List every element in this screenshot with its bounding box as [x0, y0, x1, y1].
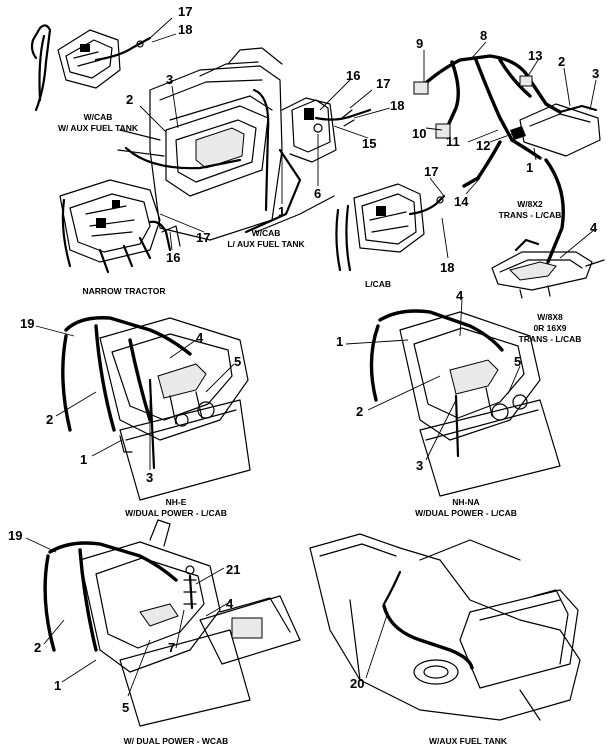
caption: W/ DUAL POWER - WCAB [124, 736, 229, 746]
panel-captions: W/CAB W/ AUX FUEL TANK W/CAB L/ AUX FUEL… [58, 112, 581, 746]
callout: 16 [346, 68, 360, 83]
callout: 2 [126, 92, 133, 107]
callout: 1 [54, 678, 61, 693]
caption: W/CAB [252, 228, 281, 238]
caption: W/DUAL POWER - L/CAB [415, 508, 517, 518]
caption: W/ AUX FUEL TANK [58, 123, 139, 133]
callout: 4 [456, 288, 464, 303]
caption: W/AUX FUEL TANK [429, 736, 508, 746]
callout: 17 [178, 4, 192, 19]
callout: 21 [226, 562, 240, 577]
caption: NH-NA [452, 497, 479, 507]
dual-power-wcab-panel [43, 519, 301, 727]
callout: 18 [390, 98, 404, 113]
callout: 4 [196, 330, 204, 345]
callout: 16 [166, 250, 180, 265]
callout: 20 [350, 676, 364, 691]
caption: TRANS - L/CAB [519, 334, 582, 344]
callout: 6 [314, 186, 321, 201]
caption: NH-E [166, 497, 187, 507]
callout: 3 [416, 458, 423, 473]
callout: 17 [196, 230, 210, 245]
callout: 3 [592, 66, 599, 81]
caption: W/CAB [84, 112, 113, 122]
callout: 2 [46, 412, 53, 427]
callout: 14 [454, 194, 469, 209]
callout: 9 [416, 36, 423, 51]
caption: TRANS - L/CAB [499, 210, 562, 220]
callout: 3 [146, 470, 153, 485]
callout: 17 [424, 164, 438, 179]
callout: 18 [178, 22, 192, 37]
callout: 5 [122, 700, 129, 715]
inset-cab-aux-top [30, 17, 177, 112]
callout: 15 [362, 136, 376, 151]
callout: 2 [34, 640, 41, 655]
connector-8x8-panel [491, 238, 605, 299]
callout: 7 [168, 640, 175, 655]
callout: 19 [20, 316, 34, 331]
callout: 8 [480, 28, 487, 43]
nh-na-panel [369, 309, 561, 497]
callout: 18 [440, 260, 454, 275]
callout: 13 [528, 48, 542, 63]
callout: 1 [526, 160, 533, 175]
harness-8x2-panel [413, 54, 601, 264]
callout: 12 [476, 138, 490, 153]
callout: 4 [590, 220, 598, 235]
narrow-tractor-panel [59, 179, 181, 274]
callout: 11 [446, 134, 460, 149]
callout: 19 [8, 528, 22, 543]
caption: 0R 16X9 [533, 323, 566, 333]
callout: 10 [412, 126, 426, 141]
caption: W/8X8 [537, 312, 563, 322]
caption: W/8X2 [517, 199, 543, 209]
callout: 5 [234, 354, 241, 369]
caption: L/ AUX FUEL TANK [227, 239, 305, 249]
leader-lines [25, 41, 597, 697]
callout: 3 [166, 72, 173, 87]
callout: 2 [356, 404, 363, 419]
caption: L/CAB [365, 279, 391, 289]
caption: W/DUAL POWER - L/CAB [125, 508, 227, 518]
lcab-panel [335, 177, 449, 272]
callout: 17 [376, 76, 390, 91]
cab-panel-main [117, 47, 372, 241]
aux-fuel-tank-panel [309, 533, 581, 721]
nh-e-panel [61, 316, 251, 501]
callout-labels: 17 18 3 2 16 17 18 15 6 1 17 16 17 18 9 … [8, 4, 599, 715]
callout: 1 [336, 334, 343, 349]
callout: 2 [558, 54, 565, 69]
callout: 5 [514, 354, 521, 369]
callout: 4 [226, 596, 234, 611]
callout: 1 [278, 204, 285, 219]
callout: 1 [80, 452, 87, 467]
caption: NARROW TRACTOR [83, 286, 166, 296]
